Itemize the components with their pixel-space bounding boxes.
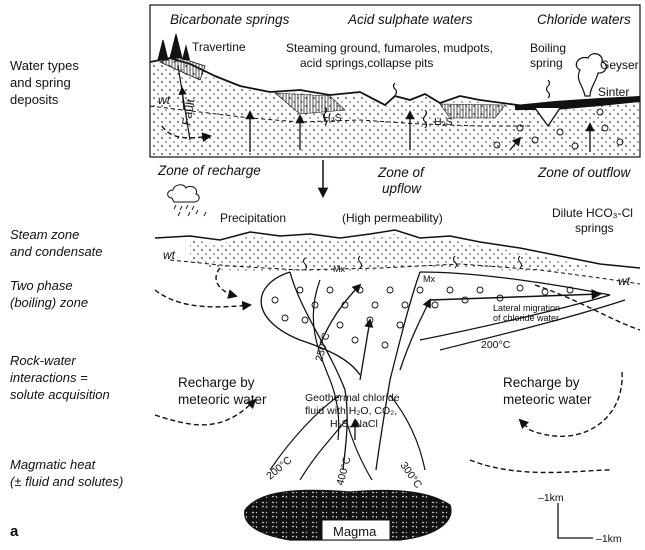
recharge-right-label: Recharge by: [503, 375, 580, 390]
zone-outflow-label: Zone of outflow: [537, 165, 632, 180]
travertine-label: Travertine: [192, 40, 246, 54]
recharge-left-label: Recharge by: [178, 375, 255, 390]
scale-horizontal-label: –1km: [596, 533, 622, 545]
panel-letter: a: [10, 523, 19, 540]
zone-upflow-label-2: upflow: [382, 181, 422, 196]
geyser-label: Geyser: [600, 58, 639, 72]
cloud-icon: [168, 185, 206, 216]
boiling-spring-label-2: spring: [530, 56, 563, 70]
steam-zone-label-2: and condensate: [10, 244, 103, 259]
temp-200-left-label: 200°C: [264, 454, 294, 482]
top-panel: Bicarbonate springs Acid sulphate waters…: [150, 5, 640, 157]
two-phase-label: Two phase: [10, 278, 73, 293]
header-bicarbonate: Bicarbonate springs: [170, 12, 290, 27]
recharge-arrow-2: [155, 290, 250, 307]
steam-squiggle-4: [394, 83, 397, 95]
geothermal-fluid-label-2: fluid with H₂O, CO₂,: [305, 405, 397, 417]
steam-condensate-zone: [190, 234, 600, 272]
rock-water-label: Rock-water: [10, 353, 76, 368]
scale-bar: [558, 503, 593, 538]
recharge-right-label-2: meteoric water: [503, 392, 592, 407]
steaming-label-2: acid springs,collapse pits: [300, 56, 433, 70]
dilute-springs-label-2: springs: [575, 221, 614, 235]
zone-upflow-label: Zone of: [377, 165, 425, 180]
temp-200-right-label: 200°C: [481, 339, 511, 351]
precipitation-label: Precipitation: [220, 211, 286, 225]
rock-water-label-2: interactions =: [10, 370, 88, 385]
h2s-label-1: H₂S: [323, 112, 342, 124]
plume-arrow-2: [360, 320, 370, 380]
plume-arrow-3: [400, 300, 430, 370]
lateral-migration-label-2: of chloride water: [493, 313, 559, 323]
zone-labels: Zone of recharge Zone of upflow Zone of …: [157, 160, 632, 196]
h2s-label-2: H₂S: [434, 116, 453, 128]
magmatic-heat-label-2: (± fluid and solutes): [10, 474, 123, 489]
temp-300-label: 300°C: [398, 460, 425, 491]
header-acid-sulphate: Acid sulphate waters: [347, 12, 473, 27]
lateral-migration-arrow: [430, 294, 600, 300]
side-labels: Water types and spring deposits Steam zo…: [10, 58, 123, 540]
water-table-label-top: wt: [158, 93, 171, 107]
recharge-arrow-1: [216, 268, 236, 296]
wt-label-right: wt: [618, 274, 631, 288]
water-types-label: Water types: [10, 58, 79, 73]
dilute-springs-label: Dilute HCO₃-Cl: [552, 206, 633, 220]
main-section: Precipitation (High permeability) Dilute…: [155, 185, 640, 545]
boiling-spring-label: Boiling: [530, 41, 566, 55]
magmatic-heat-label: Magmatic heat: [10, 457, 97, 472]
magma-label: Magma: [333, 524, 377, 539]
water-types-label-3: deposits: [10, 92, 59, 107]
water-types-label-2: and spring: [10, 75, 71, 90]
geothermal-fluid-label-3: H₂S, NaCl: [330, 418, 378, 430]
two-phase-label-2: (boiling) zone: [10, 295, 88, 310]
recharge-left-label-2: meteoric water: [178, 392, 267, 407]
wt-label-left: wt: [163, 248, 176, 262]
high-permeability-label: (High permeability): [342, 211, 443, 225]
lateral-migration-label: Lateral migration: [493, 303, 560, 313]
steaming-label: Steaming ground, fumaroles, mudpots,: [286, 41, 493, 55]
rock-water-label-3: solute acquisition: [10, 387, 110, 402]
temp-400-label: 400°C: [334, 455, 353, 487]
steam-zone-label: Steam zone: [10, 227, 79, 242]
plume-envelope: [290, 272, 420, 470]
zone-recharge-label: Zone of recharge: [157, 163, 261, 178]
mx-label-1: Mx: [333, 264, 345, 274]
steam-squiggle-3: [547, 80, 550, 98]
scale-vertical-label: –1km: [538, 492, 564, 504]
sinter-label: Sinter: [598, 85, 629, 99]
geothermal-fluid-label: Geothermal chloride: [305, 392, 400, 404]
mx-label-2: Mx: [423, 274, 435, 284]
header-chloride: Chloride waters: [537, 12, 631, 27]
recharge-arrow-bottom: [470, 460, 610, 473]
